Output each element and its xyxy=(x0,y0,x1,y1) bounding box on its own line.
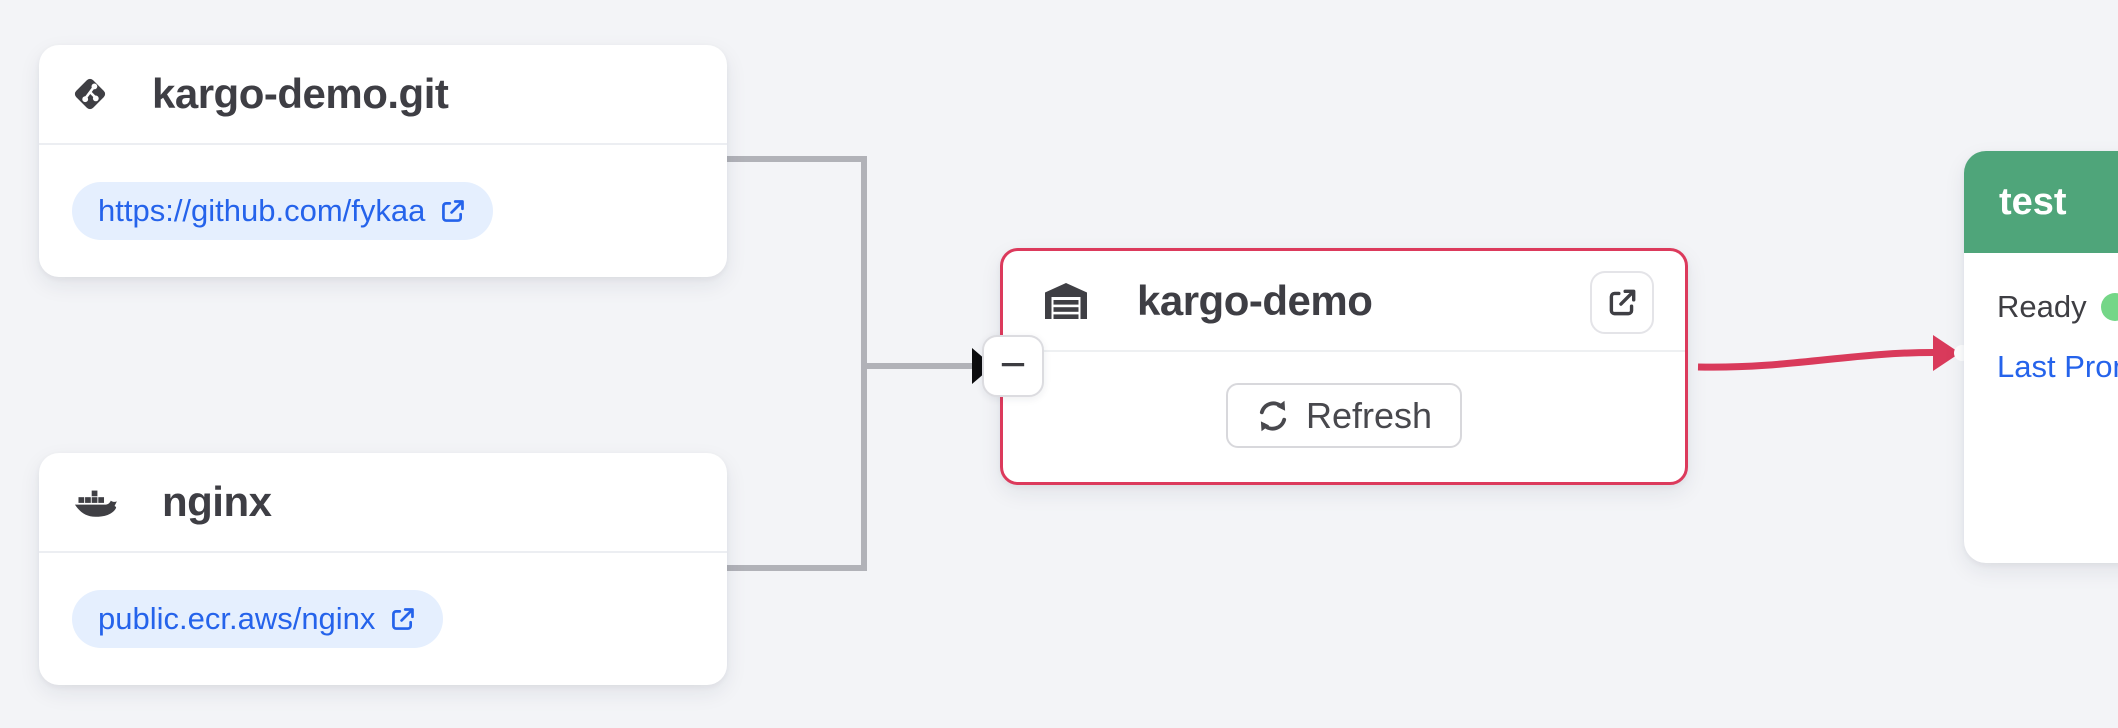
ready-label: Ready xyxy=(1997,289,2087,324)
warehouse-icon xyxy=(1045,282,1087,319)
warehouse-header: kargo-demo xyxy=(1003,251,1685,352)
repo-card-nginx: nginx public.ecr.aws/nginx xyxy=(39,453,727,685)
stage-body: Ready Last Promoted xyxy=(1964,253,2118,385)
repo-link-pill[interactable]: public.ecr.aws/nginx xyxy=(72,590,444,648)
repo-title: nginx xyxy=(162,478,272,525)
external-link-icon xyxy=(392,607,415,630)
stage-card-test[interactable]: test Ready Last Promoted xyxy=(1964,151,2118,563)
stage-name: test xyxy=(1999,180,2067,223)
repo-card-header: kargo-demo.git xyxy=(39,45,727,145)
external-link-icon xyxy=(1609,289,1636,315)
repo-card-git: kargo-demo.git https://github.com/fykaa xyxy=(39,45,727,277)
warehouse-open-button[interactable] xyxy=(1590,271,1654,334)
refresh-icon xyxy=(1259,400,1287,431)
stage-header: test xyxy=(1964,151,2118,253)
repo-card-header: nginx xyxy=(39,453,727,553)
warehouse-body: Refresh xyxy=(1003,352,1685,482)
refresh-label: Refresh xyxy=(1305,394,1433,436)
repo-link-pill[interactable]: https://github.com/fykaa xyxy=(72,182,494,240)
promotion-arrowhead-icon xyxy=(1933,335,1960,371)
external-link-icon xyxy=(442,199,465,222)
promotion-edge xyxy=(1697,348,1937,371)
last-promotion-link[interactable]: Last Promoted xyxy=(1997,349,2118,384)
stage-health-row: Ready xyxy=(1997,289,2118,325)
repo-title: kargo-demo.git xyxy=(152,70,449,117)
collapse-button[interactable]: − xyxy=(982,335,1044,397)
repo-link-label: public.ecr.aws/nginx xyxy=(98,601,376,636)
warehouse-node[interactable]: kargo-demo Refresh xyxy=(1000,248,1688,485)
subscription-edge xyxy=(727,156,867,571)
refresh-button[interactable]: Refresh xyxy=(1225,383,1463,448)
repo-link-label: https://github.com/fykaa xyxy=(98,193,426,228)
docker-icon xyxy=(74,490,117,517)
healthy-dot-icon xyxy=(2100,293,2118,321)
git-icon xyxy=(74,78,106,110)
warehouse-title: kargo-demo xyxy=(1137,276,1373,324)
